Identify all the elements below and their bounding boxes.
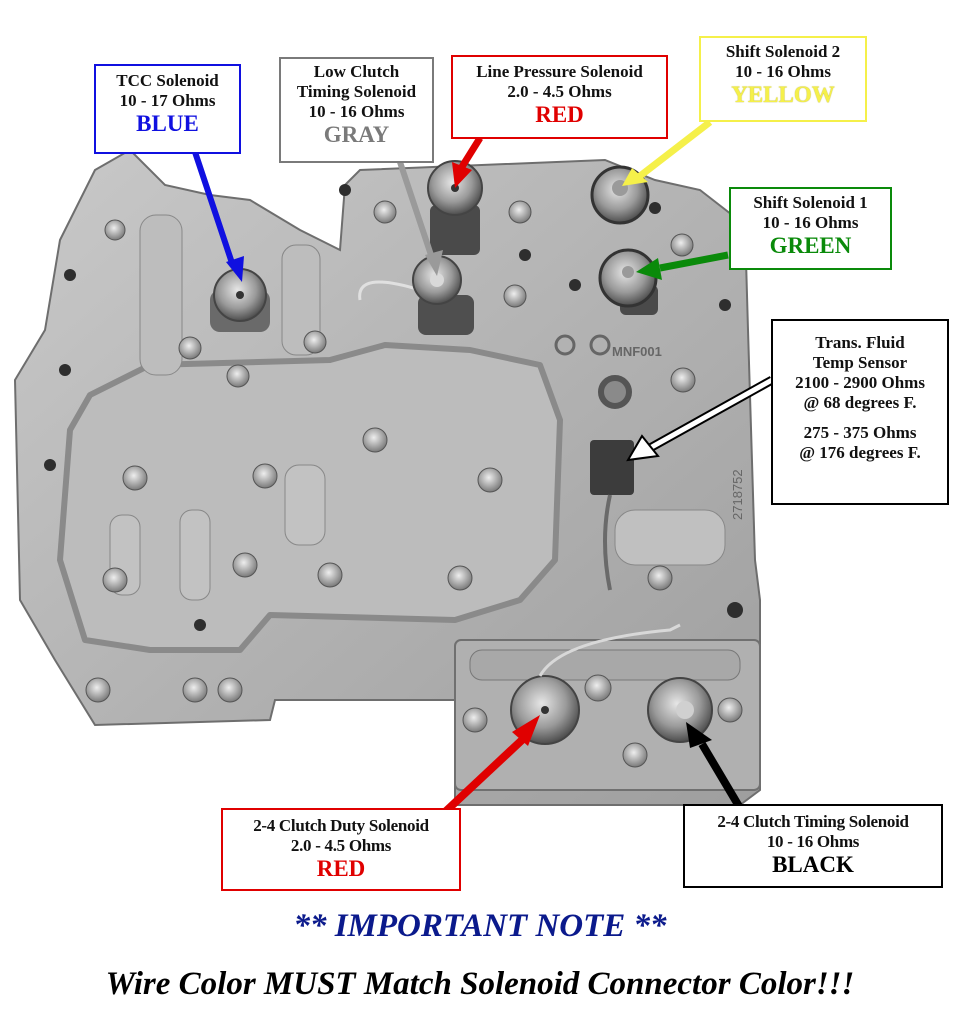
shift2-name: Shift Solenoid 2 <box>725 42 841 61</box>
tcc-resistance: 10 - 17 Ohms <box>119 91 216 110</box>
arrow-timing24 <box>686 722 744 811</box>
shift1-resistance: 10 - 16 Ohms <box>762 213 859 232</box>
low-clutch-wire-color: GRAY <box>323 122 390 147</box>
important-note-body: Wire Color MUST Match Solenoid Connector… <box>105 966 855 1002</box>
arrow-line-pressure <box>452 136 483 188</box>
arrow-duty24 <box>442 715 540 815</box>
callout-fluid-temp-sensor: Trans. Fluid Temp Sensor 2100 - 2900 Ohm… <box>771 319 949 505</box>
callout-low-clutch-timing-solenoid: Low Clutch Timing Solenoid 10 - 16 Ohms … <box>279 57 434 163</box>
shift2-wire-color: YELLOW <box>731 82 835 107</box>
callout-shift-solenoid-1: Shift Solenoid 1 10 - 16 Ohms GREEN <box>729 187 892 270</box>
timing24-name: 2-4 Clutch Timing Solenoid <box>717 812 909 831</box>
duty24-resistance: 2.0 - 4.5 Ohms <box>290 836 392 855</box>
line-pressure-resistance: 2.0 - 4.5 Ohms <box>507 82 612 101</box>
arrow-shift2 <box>622 119 713 186</box>
2-4-clutch-timing-solenoid <box>647 677 713 743</box>
duty24-wire-color: RED <box>316 856 366 881</box>
line-pressure-name: Line Pressure Solenoid <box>476 62 643 81</box>
shift-solenoid-1 <box>598 248 658 315</box>
timing24-resistance: 10 - 16 Ohms <box>766 832 860 851</box>
arrow-tft <box>626 376 775 462</box>
shift1-name: Shift Solenoid 1 <box>753 193 868 212</box>
important-note-title: ** IMPORTANT NOTE ** <box>293 908 667 944</box>
valve-bore <box>614 509 726 566</box>
tft-resistance-2: 275 - 375 Ohms <box>803 423 917 442</box>
low-clutch-name-1: Low Clutch <box>313 62 400 81</box>
callout-tcc-solenoid: TCC Solenoid 10 - 17 Ohms BLUE <box>94 64 241 154</box>
callout-2-4-clutch-duty-solenoid: 2-4 Clutch Duty Solenoid 2.0 - 4.5 Ohms … <box>221 808 461 891</box>
tft-temp-1: @ 68 degrees F. <box>803 393 917 412</box>
tft-resistance-1: 2100 - 2900 Ohms <box>795 373 925 392</box>
valve-bore <box>469 649 741 681</box>
tcc-solenoid <box>210 268 270 332</box>
valve-bore <box>179 509 211 601</box>
valve-bore <box>139 214 183 376</box>
tcc-name: TCC Solenoid <box>116 71 219 90</box>
tcc-wire-color: BLUE <box>136 111 199 136</box>
low-clutch-name-2: Timing Solenoid <box>296 82 417 101</box>
timing24-wire-color: BLACK <box>772 852 854 877</box>
valve-bore <box>281 244 321 356</box>
holes <box>44 184 743 631</box>
tft-name-2: Temp Sensor <box>812 353 908 372</box>
callout-line-pressure-solenoid: Line Pressure Solenoid 2.0 - 4.5 Ohms RE… <box>451 55 668 139</box>
duty24-name: 2-4 Clutch Duty Solenoid <box>253 816 429 835</box>
callout-shift-solenoid-2: Shift Solenoid 2 10 - 16 Ohms YELLOW <box>699 36 867 122</box>
line-pressure-wire-color: RED <box>535 102 584 127</box>
arrow-tcc <box>192 151 244 282</box>
arrow-low-clutch <box>397 161 443 276</box>
low-clutch-resistance: 10 - 16 Ohms <box>308 102 405 121</box>
casting-serial: 2718752 <box>730 469 745 520</box>
shift2-resistance: 10 - 16 Ohms <box>735 62 831 81</box>
shift1-wire-color: GREEN <box>769 233 852 258</box>
callout-2-4-clutch-timing-solenoid: 2-4 Clutch Timing Solenoid 10 - 16 Ohms … <box>683 804 943 888</box>
valve-bore <box>284 464 326 546</box>
fluid-temp-sensor <box>590 440 634 591</box>
casting-part-code: MNF001 <box>612 344 662 359</box>
bolts <box>85 200 743 768</box>
arrow-shift1 <box>636 251 729 280</box>
tft-temp-2: @ 176 degrees F. <box>799 443 921 462</box>
tft-name-1: Trans. Fluid <box>815 333 905 352</box>
